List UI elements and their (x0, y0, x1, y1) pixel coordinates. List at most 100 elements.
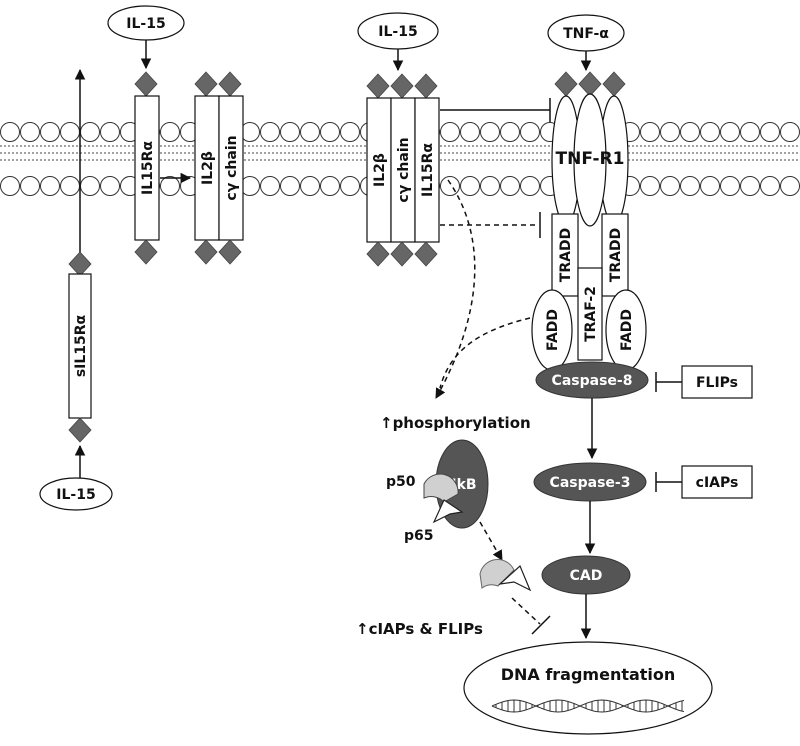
cy-chain-mid-label: cγ chain (396, 137, 412, 202)
lipid-head (700, 176, 720, 196)
tnfr1-label: TNF-R1 (556, 149, 625, 169)
il15ra-left-label: IL15Rα (140, 141, 156, 195)
dna-fragmentation-node (463, 641, 713, 735)
lipid-head (60, 122, 80, 142)
inhibition-tnfr1-line (440, 98, 551, 122)
cy-chain-left-receptor (218, 95, 244, 241)
tnfr1-domain-1 (554, 71, 578, 97)
lipid-head (660, 122, 680, 142)
il15ra-mid-label: IL15Rα (420, 143, 436, 197)
lipid-head (460, 176, 480, 196)
tradd-left (551, 213, 579, 297)
sil15ra-bottom-domain (68, 417, 92, 443)
il2b-mid-top-domain (366, 73, 390, 99)
lipid-head (20, 176, 40, 196)
il2b-left-receptor (194, 95, 220, 241)
il2b-left-top-domain (194, 71, 218, 97)
lipid-head (500, 176, 520, 196)
sil15ra-label: sIL15Rα (73, 314, 89, 377)
p50-subunit (423, 473, 459, 503)
lipid-head (60, 176, 80, 196)
cy-chain-mid-bottom-domain (390, 241, 414, 267)
il15-top-left-label: IL-15 (126, 16, 165, 32)
fadd-right-label: FADD (619, 309, 635, 351)
flips-box (681, 365, 753, 399)
il15ra-left-receptor (134, 95, 160, 241)
lipid-head (0, 176, 20, 196)
lipid-head (440, 176, 460, 196)
fadd-to-phosphorylation-curve (439, 317, 531, 389)
nfkb-to-caspase-inhibition-line (511, 597, 541, 625)
lipid-head (680, 176, 700, 196)
tnfr1-domain-3 (602, 71, 626, 97)
il2b-mid-receptor (366, 97, 392, 243)
il15-bottom-ligand (39, 477, 113, 511)
lipid-head (720, 122, 740, 142)
lipid-head (720, 176, 740, 196)
cad-label: CAD (570, 568, 603, 584)
p65-label: p65 (404, 528, 434, 544)
lipid-head (280, 176, 300, 196)
lipid-head (340, 176, 360, 196)
lipid-head (640, 176, 660, 196)
lipid-head (480, 122, 500, 142)
dna-helix-icon (491, 699, 685, 713)
lipid-head (300, 122, 320, 142)
lipid-head (440, 122, 460, 142)
upregulation-label: ↑cIAPs & FLIPs (356, 620, 483, 638)
caspase3-label: Caspase-3 (550, 475, 631, 491)
lipid-head (740, 122, 760, 142)
lipid-head (260, 176, 280, 196)
p50-free-subunit (479, 559, 515, 589)
lipid-head (480, 176, 500, 196)
lipid-head (760, 122, 780, 142)
signal-to-phosphorylation-curve (435, 179, 476, 399)
ciaps-box (681, 465, 753, 499)
lipid-head (280, 122, 300, 142)
lipid-head (260, 122, 280, 142)
cell-membrane (0, 122, 800, 196)
nfkb-translocation-arrow (479, 521, 503, 561)
lipid-head (520, 176, 540, 196)
p65-subunit (432, 499, 464, 524)
lipid-head (80, 122, 100, 142)
traf2 (577, 267, 603, 361)
cy-chain-left-bottom-domain (218, 239, 242, 265)
dna-fragmentation-label: DNA fragmentation (501, 665, 676, 684)
tradd-left-label: TRADD (558, 228, 574, 282)
traf2-label: TRAF-2 (583, 286, 599, 342)
lipid-head (740, 176, 760, 196)
cy-chain-left-top-domain (218, 71, 242, 97)
il2b-left-label: IL2β (200, 151, 216, 185)
ciaps-label: cIAPs (696, 475, 739, 491)
il15ra-mid-bottom-domain (414, 241, 438, 267)
nfkb-inhibition-bar (531, 615, 551, 635)
p50-label: p50 (386, 474, 416, 490)
il15-bottom-label: IL-15 (56, 487, 95, 503)
tnfr1-subunit-2 (573, 93, 607, 227)
il15ra-mid-top-domain (414, 73, 438, 99)
il2b-left-bottom-domain (194, 239, 218, 265)
lipid-head (340, 122, 360, 142)
lipid-head (100, 122, 120, 142)
fadd-left-label: FADD (545, 309, 561, 351)
flips-label: FLIPs (696, 375, 738, 391)
sil15ra-top-domain (68, 251, 92, 277)
lipid-head (0, 122, 20, 142)
lipid-head (700, 122, 720, 142)
lipid-head (300, 176, 320, 196)
lipid-head (320, 176, 340, 196)
cy-chain-mid-top-domain (390, 73, 414, 99)
lipid-head (520, 122, 540, 142)
il2b-mid-bottom-domain (366, 241, 390, 267)
tradd-right-label: TRADD (608, 228, 624, 282)
il2b-mid-label: IL2β (372, 153, 388, 187)
lipid-head (680, 122, 700, 142)
il15-top-mid-label: IL-15 (378, 24, 417, 40)
lipid-head (160, 122, 180, 142)
lipid-head (760, 176, 780, 196)
il15ra-left-top-domain (134, 71, 158, 97)
lipid-head (160, 176, 180, 196)
lipid-head (500, 122, 520, 142)
